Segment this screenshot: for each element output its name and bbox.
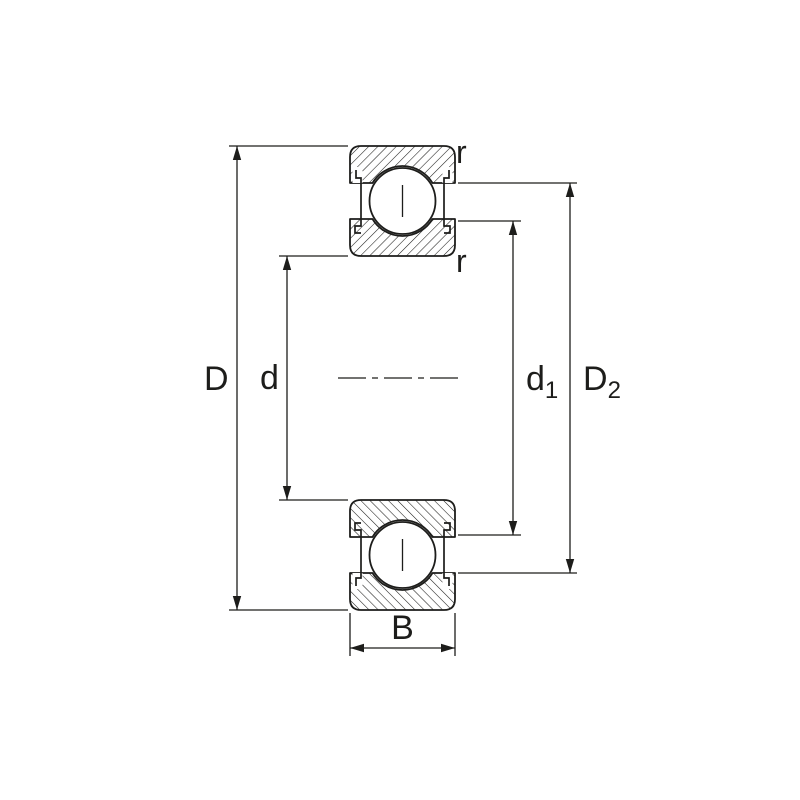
label-d: d bbox=[260, 359, 279, 397]
arrowhead-up bbox=[565, 183, 575, 197]
dimension-d: d bbox=[260, 255, 348, 501]
arrowhead-down bbox=[508, 521, 518, 535]
dimension-D2: D2 bbox=[458, 182, 621, 574]
arrowhead-right bbox=[441, 643, 455, 653]
arrowhead-up bbox=[282, 256, 292, 270]
shield-left bbox=[354, 170, 362, 234]
shield-right bbox=[443, 170, 451, 234]
shield-groove-left bbox=[352, 167, 363, 183]
label-B: B bbox=[391, 609, 414, 647]
arrowhead-left bbox=[350, 643, 364, 653]
arrowhead-down bbox=[232, 596, 242, 610]
inner-ring-section bbox=[349, 218, 456, 257]
arrowhead-down bbox=[282, 486, 292, 500]
outer-ring-section bbox=[349, 145, 456, 184]
bearing-section-bottom bbox=[349, 499, 456, 611]
dimension-D: D bbox=[204, 145, 348, 611]
label-r-inner: r bbox=[456, 243, 467, 279]
label-D2: D2 bbox=[583, 360, 621, 404]
label-D: D bbox=[204, 360, 229, 398]
arrowhead-up bbox=[508, 221, 518, 235]
arrowhead-up bbox=[232, 146, 242, 160]
dimension-B: B bbox=[349, 609, 456, 656]
bearing-section-top bbox=[349, 145, 456, 257]
label-d1: d1 bbox=[526, 360, 558, 404]
shield-groove-right bbox=[442, 167, 453, 183]
dimension-d1: d1 bbox=[458, 220, 558, 536]
arrowhead-down bbox=[565, 559, 575, 573]
label-r-outer: r bbox=[456, 134, 467, 170]
